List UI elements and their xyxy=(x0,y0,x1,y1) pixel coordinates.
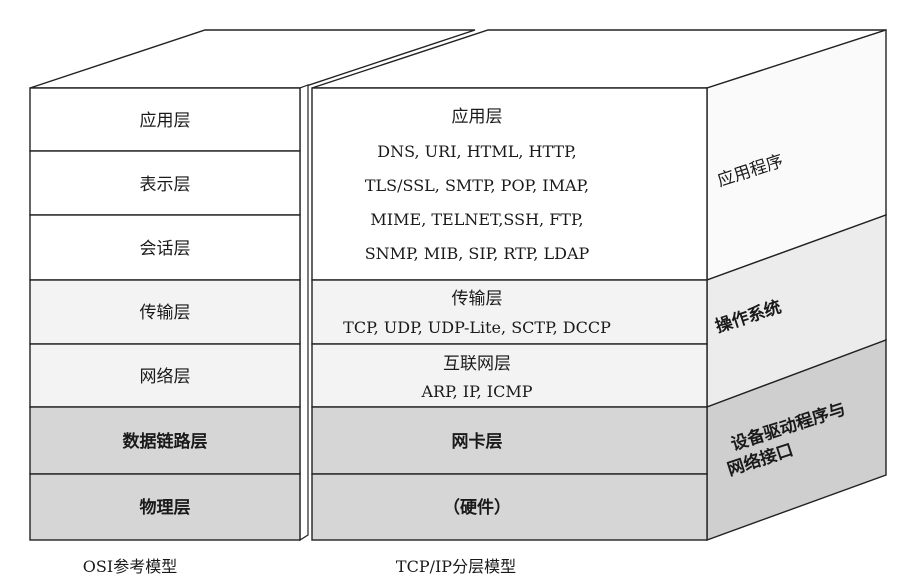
tcpip-layer-application xyxy=(311,87,708,281)
tcpip-label-transport: 传输层 xyxy=(452,289,503,309)
tcpip-app-protocols-1: DNS, URI, HTML, HTTP, xyxy=(377,142,576,161)
tcpip-stack: 应用层 DNS, URI, HTML, HTTP, TLS/SSL, SMTP,… xyxy=(311,29,887,541)
tcpip-layer-internet xyxy=(311,343,708,408)
tcpip-layer-link xyxy=(311,406,708,475)
osi-label-physical: 物理层 xyxy=(140,497,191,518)
tcpip-layer-hardware xyxy=(311,473,708,541)
tcpip-app-protocols-2: TLS/SSL, SMTP, POP, IMAP, xyxy=(365,176,589,195)
tcpip-internet-protocols: ARP, IP, ICMP xyxy=(420,382,532,401)
osi-layer-application xyxy=(29,87,301,152)
tcpip-app-protocols-3: MIME, TELNET,SSH, FTP, xyxy=(370,210,583,229)
tcpip-transport-protocols: TCP, UDP, UDP-Lite, SCTP, DCCP xyxy=(343,318,611,337)
tcpip-label-internet: 互联网层 xyxy=(443,354,511,374)
tcpip-label-link: 网卡层 xyxy=(452,431,503,452)
osi-caption: OSI参考模型 xyxy=(83,557,177,576)
osi-layer-physical xyxy=(29,473,301,541)
osi-label-presentation: 表示层 xyxy=(140,175,191,195)
tcpip-caption: TCP/IP分层模型 xyxy=(396,557,516,576)
osi-label-application: 应用层 xyxy=(140,111,191,131)
osi-layer-presentation xyxy=(29,150,301,216)
osi-label-transport: 传输层 xyxy=(140,303,191,323)
tcpip-label-hardware: （硬件） xyxy=(443,497,511,518)
tcpip-app-protocols-4: SNMP, MIB, SIP, RTP, LDAP xyxy=(365,244,590,263)
osi-side-face xyxy=(299,84,309,542)
osi-stack: 应用层 表示层 会话层 传输层 网络层 数据链路层 物理层 xyxy=(29,29,476,542)
osi-label-datalink: 数据链路层 xyxy=(123,431,208,452)
tcpip-label-application: 应用层 xyxy=(452,107,503,127)
osi-label-session: 会话层 xyxy=(140,239,191,259)
tcpip-layer-transport xyxy=(311,279,708,345)
osi-label-network: 网络层 xyxy=(140,367,191,387)
